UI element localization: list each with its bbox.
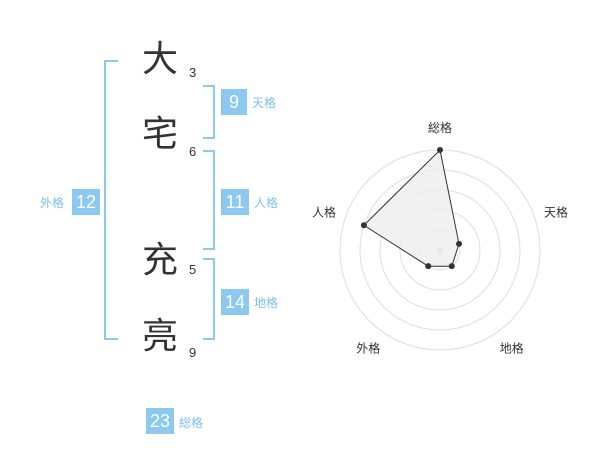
soukaku-label: 総格 [179, 416, 204, 430]
name-character-2: 宅 [141, 114, 178, 155]
jinkaku-label: 人格 [254, 196, 279, 210]
name-character-3: 充 [141, 240, 178, 281]
radar-axis-label-5: 人格 [312, 204, 336, 219]
radar-axis-label-4: 外格 [356, 341, 380, 356]
radar-axis-label-1: 総格 [428, 120, 452, 135]
radar-point-4 [425, 263, 432, 270]
radar-point-1 [437, 147, 443, 153]
radar-axis-label-3: 地格 [500, 341, 524, 356]
chikaku-label: 地格 [254, 296, 279, 310]
gaikaku-label: 外格 [40, 196, 65, 210]
stroke-count-1: 3 [189, 65, 197, 80]
radar-point-5 [360, 222, 367, 229]
stroke-count-3: 5 [189, 262, 197, 277]
radar-axis-label-2: 天格 [544, 204, 568, 219]
stroke-count-4: 9 [189, 345, 197, 360]
tenkaku-bracket [203, 85, 215, 139]
jinkaku-bracket [203, 150, 215, 250]
gaikaku-bracket [104, 60, 118, 340]
radar-point-3 [448, 263, 455, 270]
jinkaku-value-badge: 11 [221, 189, 249, 215]
tenkaku-value-badge: 9 [221, 89, 247, 115]
name-character-1: 大 [141, 39, 178, 80]
stroke-count-2: 6 [189, 144, 197, 159]
soukaku-value-badge: 23 [146, 408, 174, 434]
radar-data-area [363, 148, 460, 267]
gaikaku-value-badge: 12 [72, 189, 100, 215]
chikaku-value-badge: 14 [221, 289, 249, 315]
radar-data-points [360, 147, 463, 270]
tenkaku-label: 天格 [252, 96, 277, 110]
radar-point-2 [456, 240, 463, 247]
name-character-4: 亮 [141, 316, 178, 357]
chikaku-bracket [203, 258, 215, 340]
